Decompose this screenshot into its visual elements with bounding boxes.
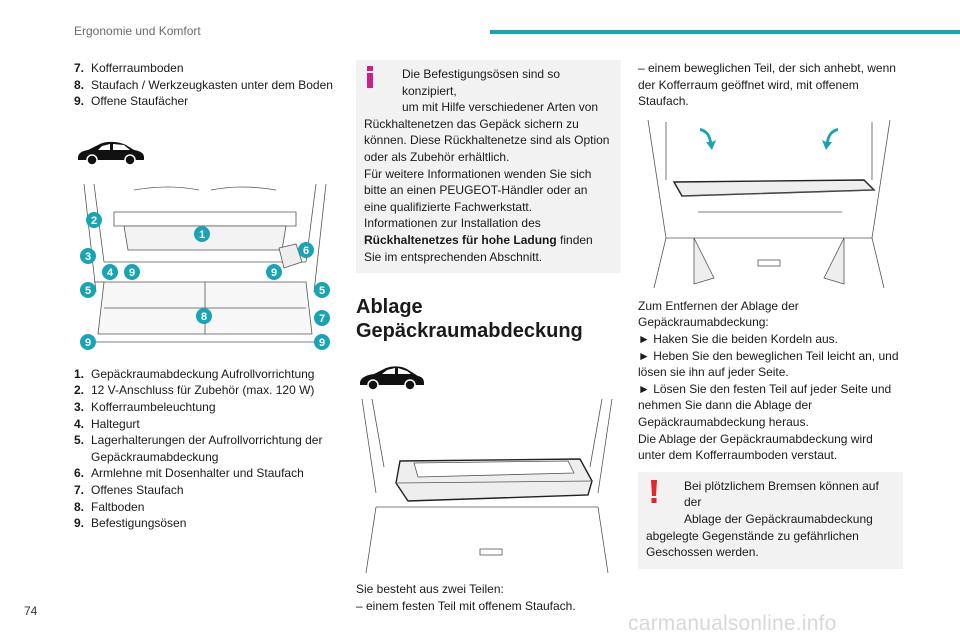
list-item: 6. Armlehne mit Dosenhalter und Staufach (74, 465, 344, 482)
intro-list: 7. Kofferraumboden 8. Staufach / Werkzeugk… (74, 60, 344, 110)
item-text: Lagerhalterungen der Aufrollvorrichtung … (91, 433, 323, 464)
item-text: 12 V-Anschluss für Zubehör (max. 120 W) (91, 383, 315, 398)
callout-7: 7 (319, 313, 325, 325)
instruction-intro: Zum Entfernen der Ablage der Gepäckrauma… (638, 298, 799, 330)
page-number: 74 (24, 604, 38, 618)
item-text: Offene Staufächer (91, 94, 189, 109)
callout-5: 5 (85, 285, 91, 297)
item-text: Armlehne mit Dosenhalter und Staufach (91, 466, 304, 481)
item-text: Staufach / Werkzeugkasten unter dem Bode… (91, 77, 333, 92)
info-text-line: um mit Hilfe verschiedener Arten von (402, 100, 599, 115)
list-item: 7. Offenes Staufach (74, 482, 344, 499)
item-number: 9. (74, 516, 85, 531)
item-text: Befestigungsösen (91, 516, 187, 531)
page-header-title: Ergonomie und Komfort (74, 24, 201, 38)
description-text: – einem festen Teil mit offenem Staufach… (356, 598, 576, 613)
warning-icon (651, 479, 657, 503)
list-item: 9. Befestigungsösen (74, 515, 344, 532)
warning-text-line: Ablage der Gepäckraumabdeckung (684, 511, 873, 526)
section-title-line: Gepäckraumabdeckung (356, 320, 583, 343)
section-title-line: Ablage (356, 296, 423, 319)
info-text-bold: Rückhaltenetzes für hohe Ladung (364, 232, 557, 247)
info-text: Rückhaltenetzen das Gepäck sichern zu kö… (364, 116, 610, 164)
info-icon (367, 66, 373, 88)
trunk-overview-illustration: 2 1 3 4 9 9 6 5 5 8 7 9 9 (80, 183, 330, 350)
list-item: 3. Kofferraumbeleuchtung (74, 399, 344, 416)
watermark: carmanualsonline.info (628, 612, 837, 635)
list-item: 5. Lagerhalterungen der Aufrollvorrichtun… (74, 432, 344, 465)
info-text-part: finden Sie im entsprechenden Abschnitt. (364, 232, 593, 264)
description-text: – einem beweglichen Teil, der sich anheb… (638, 61, 896, 109)
description-text: Sie besteht aus zwei Teilen: (356, 582, 504, 597)
lift-arrow-icon (700, 127, 838, 150)
info-text: Informationen zur Installation des Rückh… (364, 215, 613, 265)
item-text: Kofferraumbeleuchtung (91, 399, 216, 414)
info-text-part: Informationen zur Installation des (364, 216, 541, 231)
callout-9: 9 (85, 337, 91, 349)
cover-shelf-illustration (361, 399, 613, 574)
warning-text-line: Bei plötzlichem Bremsen können auf der (684, 478, 879, 510)
list-item: 8. Staufach / Werkzeugkasten unter dem Bo… (74, 77, 344, 94)
item-number: 9. (74, 94, 85, 109)
callout-6: 6 (303, 245, 309, 257)
info-text: Für weitere Informationen wenden Sie sic… (364, 166, 592, 214)
list-item: 1. Gepäckraumabdeckung Aufrollvorrichtung (74, 366, 344, 383)
column-2: Die Befestigungsösen sind so konzipiert,… (356, 60, 621, 614)
item-number: 7. (74, 482, 85, 497)
instruction-step: ► Haken Sie die beiden Kordeln aus. (638, 331, 839, 346)
movable-shelf-illustration (647, 119, 891, 288)
callout-8: 8 (201, 311, 207, 323)
car-silhouette-icon (360, 366, 424, 391)
header-accent-bar (490, 30, 960, 34)
warning-text: abgelegte Gegenstände zu gefährlichen Ge… (646, 528, 859, 560)
callout-5: 5 (319, 285, 325, 297)
callout-9: 9 (129, 267, 135, 279)
item-number: 1. (74, 366, 85, 381)
column-3: – einem beweglichen Teil, der sich anheb… (638, 60, 903, 569)
item-text: Gepäckraumabdeckung Aufrollvorrichtung (91, 366, 315, 381)
callout-3: 3 (85, 251, 91, 263)
item-number: 6. (74, 466, 85, 481)
instruction-step: ► Heben Sie den beweglichen Teil leicht … (638, 348, 899, 380)
list-item: 2. 12 V-Anschluss für Zubehör (max. 120 W… (74, 382, 344, 399)
instruction-step: ► Lösen Sie den festen Teil auf jeder Se… (638, 381, 892, 429)
list-item: 7. Kofferraumboden (74, 60, 344, 77)
item-number: 7. (74, 61, 85, 75)
storage-note: Die Ablage der Gepäckraumabdeckung wird … (638, 431, 873, 463)
item-text: Faltboden (91, 499, 145, 514)
list-item: 4. Haltegurt (74, 416, 344, 433)
item-number: 8. (74, 77, 85, 92)
callout-9: 9 (271, 267, 277, 279)
callout-4: 4 (107, 267, 114, 279)
item-number: 4. (74, 416, 85, 431)
warning-box: Bei plötzlichem Bremsen können auf der A… (638, 471, 903, 569)
legend-list: 1. Gepäckraumabdeckung Aufrollvorrichtung… (74, 366, 344, 532)
item-text: Kofferraumboden (91, 61, 184, 75)
item-number: 5. (74, 433, 85, 448)
callout-2: 2 (91, 215, 97, 227)
item-text: Offenes Staufach (91, 482, 184, 497)
item-number: 8. (74, 499, 85, 514)
callout-9: 9 (319, 337, 325, 349)
item-number: 2. (74, 383, 85, 398)
section-title: Ablage Gepäckraumabdeckung (356, 295, 621, 343)
info-text-line: Die Befestigungsösen sind so konzipiert, (402, 67, 561, 98)
info-box: Die Befestigungsösen sind so konzipiert,… (356, 60, 621, 274)
item-number: 3. (74, 399, 85, 414)
list-item: 9. Offene Staufächer (74, 93, 344, 110)
callout-1: 1 (199, 229, 205, 241)
column-1: 7. Kofferraumboden 8. Staufach / Werkzeugk… (74, 60, 344, 532)
list-item: 8. Faltboden (74, 499, 344, 516)
item-text: Haltegurt (91, 416, 140, 431)
car-silhouette-icon (78, 141, 144, 166)
callout-badges: 2 1 3 4 9 9 6 5 5 8 7 9 9 (80, 211, 330, 350)
